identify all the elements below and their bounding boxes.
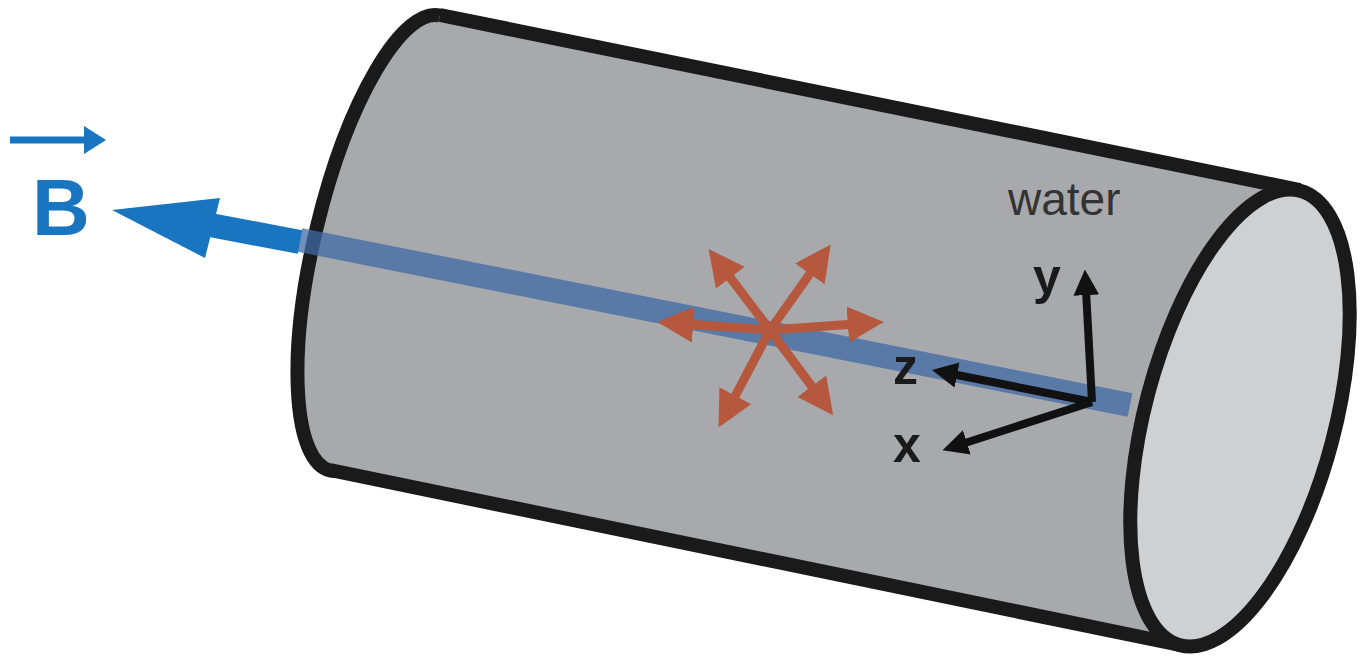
cylinder-right-cap bbox=[1088, 167, 1360, 660]
axis-label: x bbox=[893, 420, 921, 470]
field-arrow-head bbox=[112, 198, 220, 258]
coordinate-axes bbox=[952, 290, 1092, 444]
axis-label: z bbox=[893, 342, 918, 392]
axis-label: y bbox=[1033, 252, 1061, 302]
isotropic-starburst bbox=[686, 268, 855, 402]
vector-bar bbox=[10, 137, 92, 144]
field-symbol: B bbox=[32, 168, 90, 248]
cylinder-bottom-edge bbox=[330, 470, 1180, 645]
cylinder-top-edge bbox=[440, 15, 1300, 190]
medium-label: water bbox=[1008, 176, 1120, 222]
vector-head bbox=[84, 126, 106, 154]
field-arrow-shaft bbox=[205, 224, 300, 242]
field-band bbox=[300, 240, 1130, 405]
